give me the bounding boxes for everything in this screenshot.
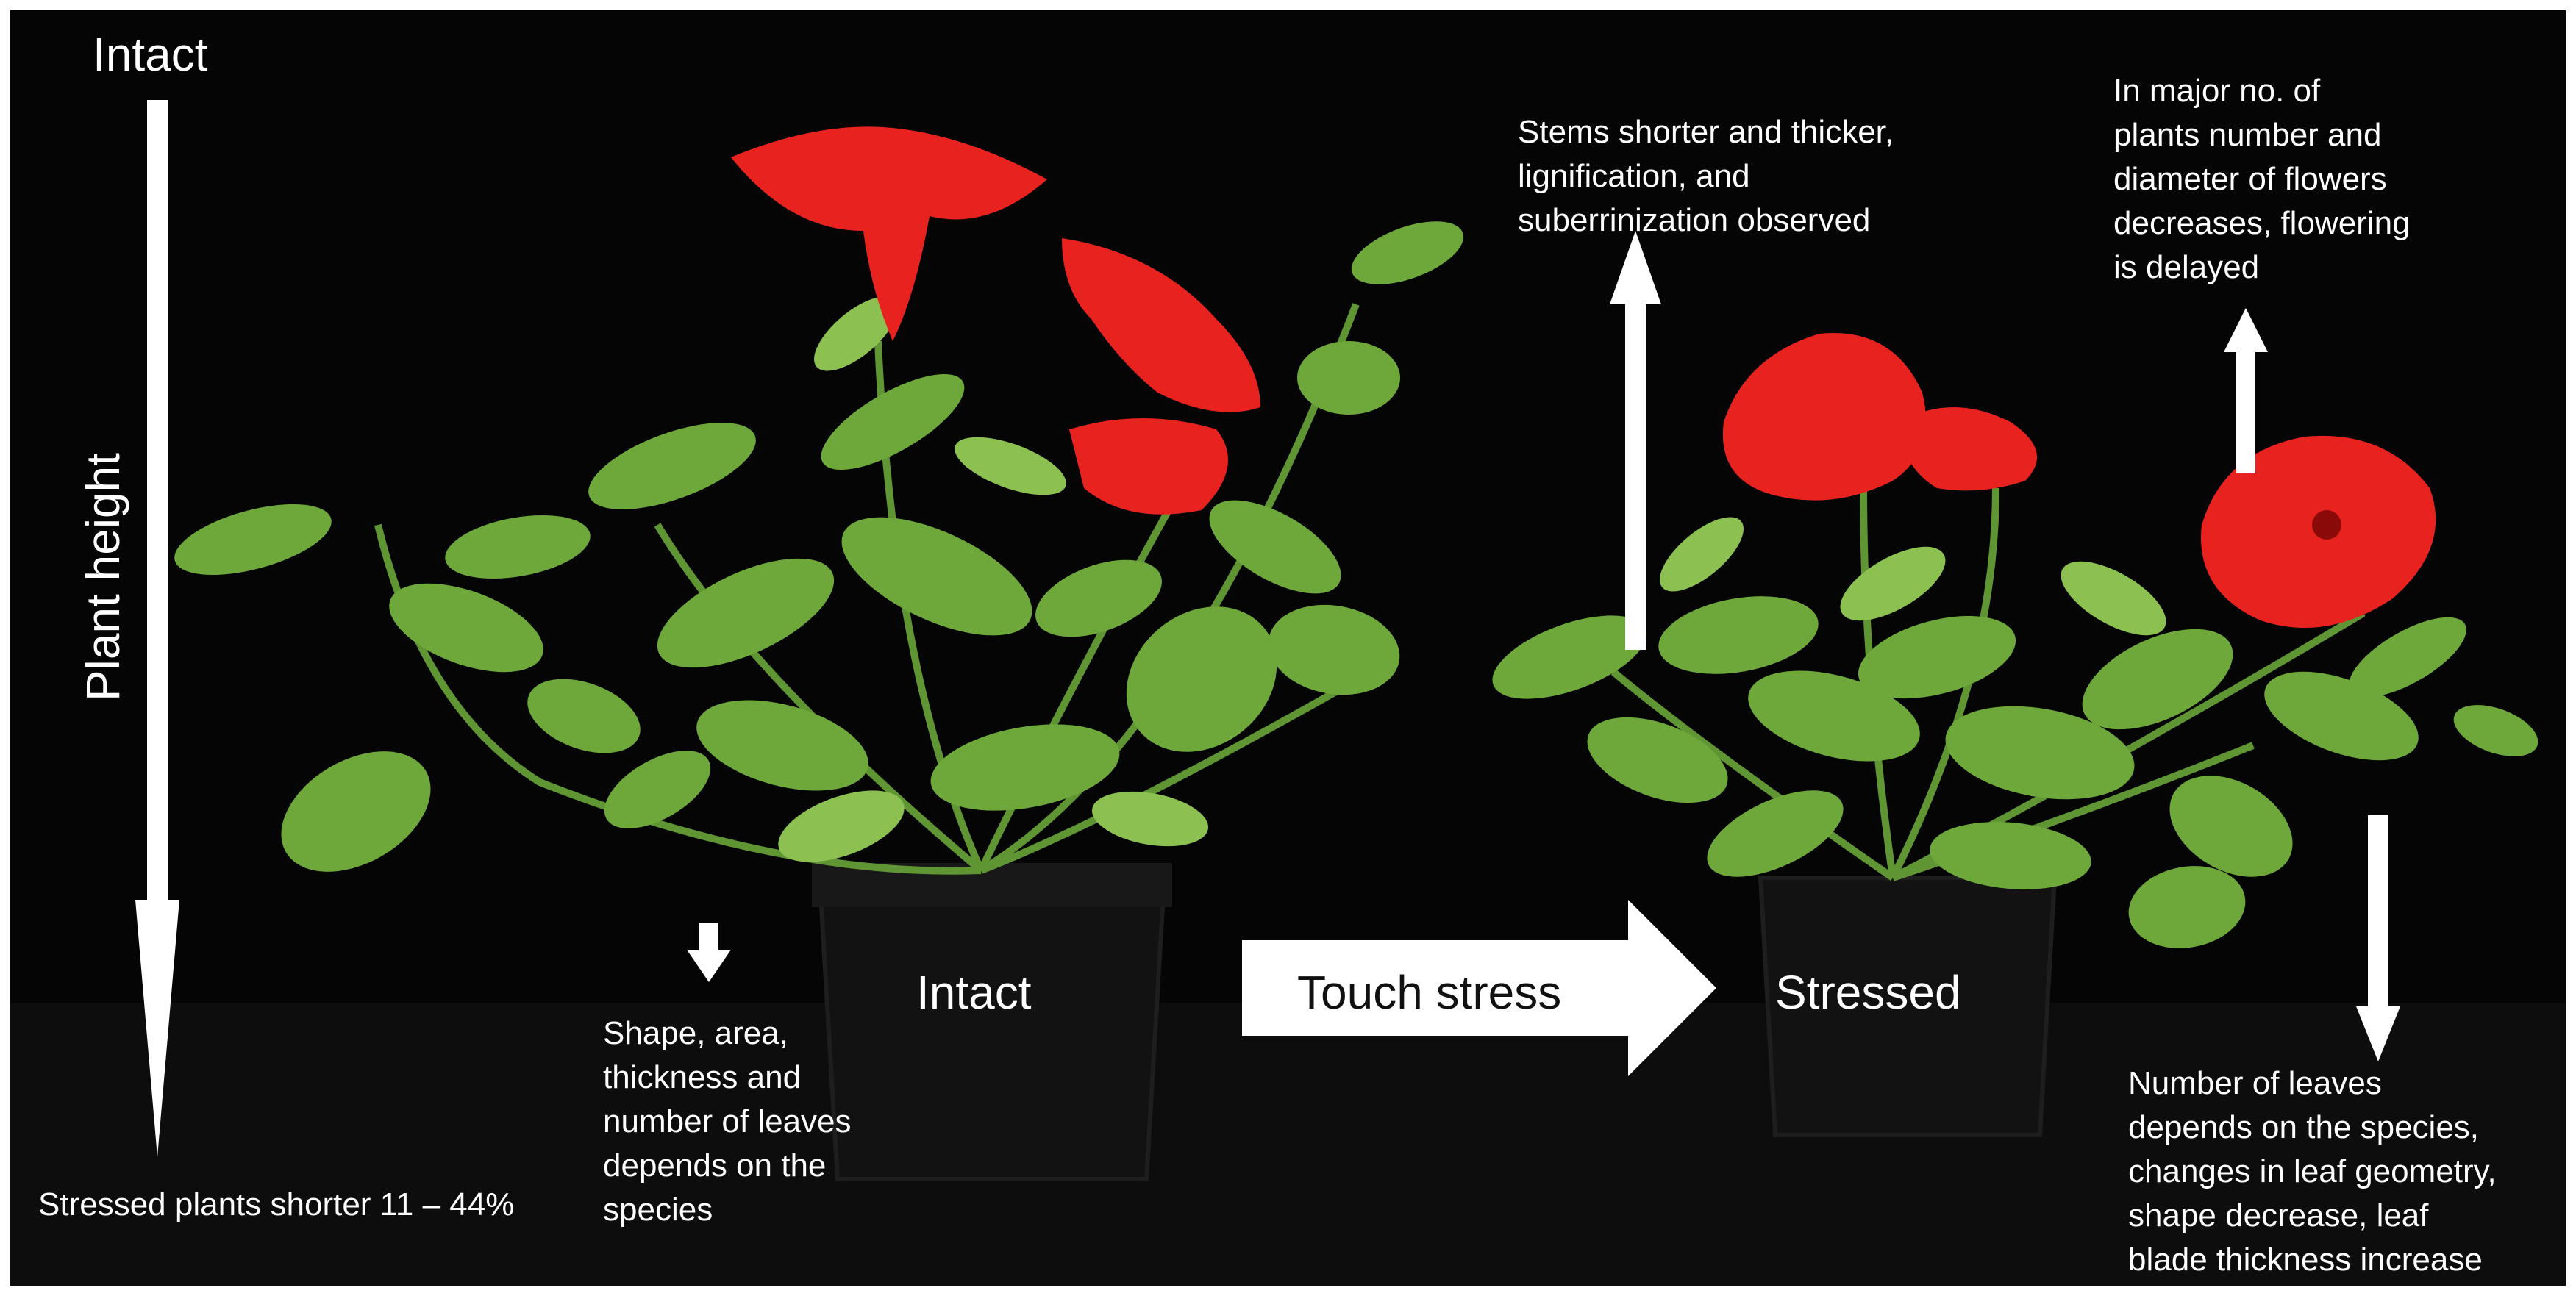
stems-arrow xyxy=(1610,231,1661,304)
height-arrow-head xyxy=(135,900,179,1157)
intact-pot-label: Intact xyxy=(916,966,1032,1019)
flowers-arrow xyxy=(2224,308,2268,352)
intact-pot xyxy=(816,868,1168,1181)
ground xyxy=(10,1003,2566,1286)
intact-plant xyxy=(174,126,1464,1181)
leaves-right-label: Number of leaves depends on the species,… xyxy=(2128,1065,2497,1278)
plant-height-label: Plant height xyxy=(76,452,129,701)
shorter-label: Stressed plants shorter 11 – 44% xyxy=(38,1186,515,1222)
flowers-label: In major no. of plants number and diamet… xyxy=(2113,73,2411,285)
stressed-pot xyxy=(1758,876,2058,1137)
stems-label: Stems shorter and thicker, lignification… xyxy=(1518,114,1894,238)
intact-flowers xyxy=(731,126,1260,515)
flower-center xyxy=(2312,510,2341,540)
leaf-left-label: Shape, area, thickness and number of lea… xyxy=(603,1015,852,1228)
intact-title: Intact xyxy=(93,28,208,81)
touch-stress-label: Touch stress xyxy=(1297,966,1562,1019)
stressed-label: Stressed xyxy=(1775,966,1961,1019)
touch-stress-arrow xyxy=(1242,900,1716,1076)
stressed-plant xyxy=(1492,333,2538,1137)
annotation-arrows xyxy=(135,100,2400,1157)
figure-frame: Intact Plant height Stressed plants shor… xyxy=(10,10,2566,1286)
height-arrow-shaft xyxy=(147,100,168,901)
leaf-left-arrow xyxy=(687,950,731,982)
plant-photo xyxy=(10,100,2566,1286)
leaves-right-arrow xyxy=(2356,1006,2400,1061)
